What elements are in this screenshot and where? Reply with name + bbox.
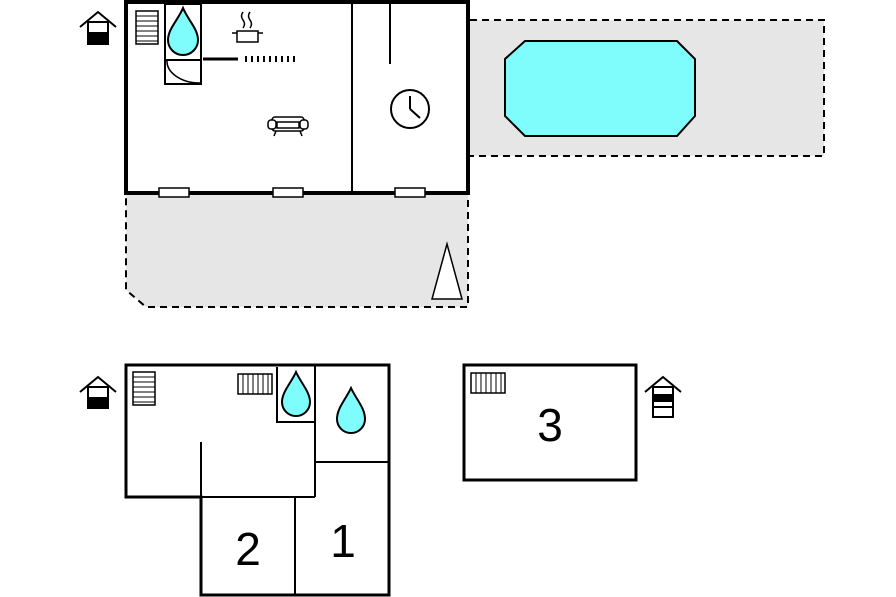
room-label-bedroom-1: 1 <box>330 515 356 567</box>
water-drop-icon <box>166 5 200 56</box>
window <box>394 187 426 198</box>
ground-floor <box>79 0 825 308</box>
radiator-icon <box>470 372 506 394</box>
terrace-area <box>125 193 469 308</box>
sofa-icon <box>267 116 309 137</box>
house-icon <box>79 10 117 45</box>
stairs-icon <box>135 10 159 45</box>
room-label-bedroom-3: 3 <box>537 399 563 451</box>
cooking-pot-icon <box>232 11 263 43</box>
water-drop-icon <box>280 369 312 417</box>
tree-icon <box>431 241 463 300</box>
pool-shape <box>504 40 696 137</box>
stairs-icon <box>132 371 156 406</box>
window <box>158 187 190 198</box>
clock-icon <box>390 89 430 129</box>
house-icon <box>644 375 682 418</box>
window <box>272 187 304 198</box>
house-icon <box>79 375 117 409</box>
radiator-icon <box>237 373 273 395</box>
room-label-bedroom-2: 2 <box>235 523 261 575</box>
first-floor: 2 1 <box>79 363 391 597</box>
annex: 3 <box>462 363 682 482</box>
first-floor-walls <box>124 363 391 597</box>
water-drop-icon <box>335 385 367 434</box>
